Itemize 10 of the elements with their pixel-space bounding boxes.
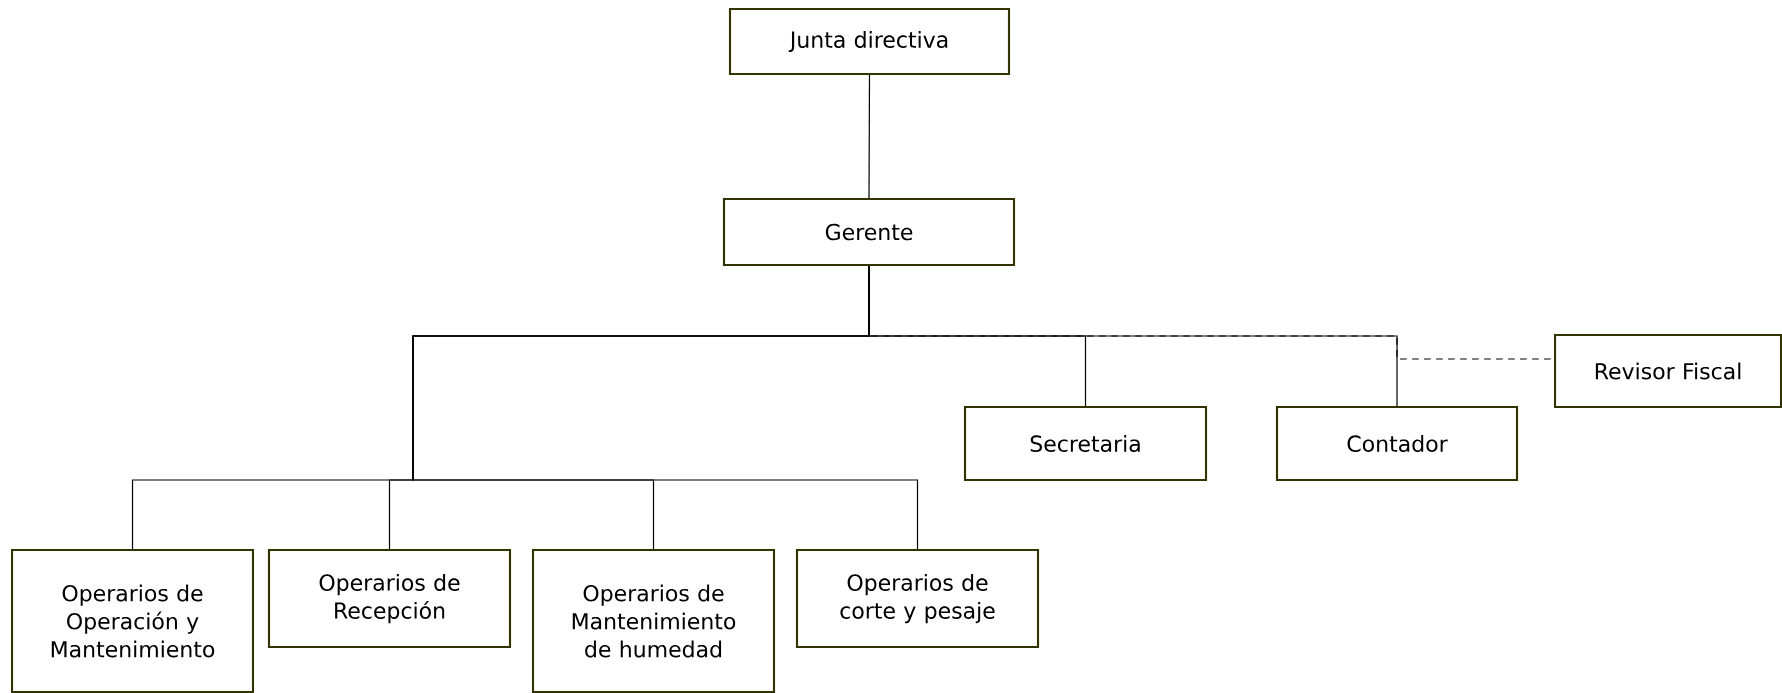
org-box: Contador	[1275, 405, 1519, 482]
org-box: Junta directiva	[728, 7, 1011, 76]
org-box: Revisor Fiscal	[1553, 333, 1782, 409]
org-box: Operarios de Operación y Mantenimiento	[10, 548, 255, 693]
org-box: Operarios de Recepción	[267, 548, 512, 649]
org-box: Operarios de Mantenimiento de humedad	[531, 548, 776, 693]
connector-line	[868, 74, 871, 199]
org-box: Operarios de corte y pesaje	[795, 548, 1040, 649]
org-box: Gerente	[722, 197, 1016, 267]
org-box: Secretaria	[963, 405, 1208, 482]
